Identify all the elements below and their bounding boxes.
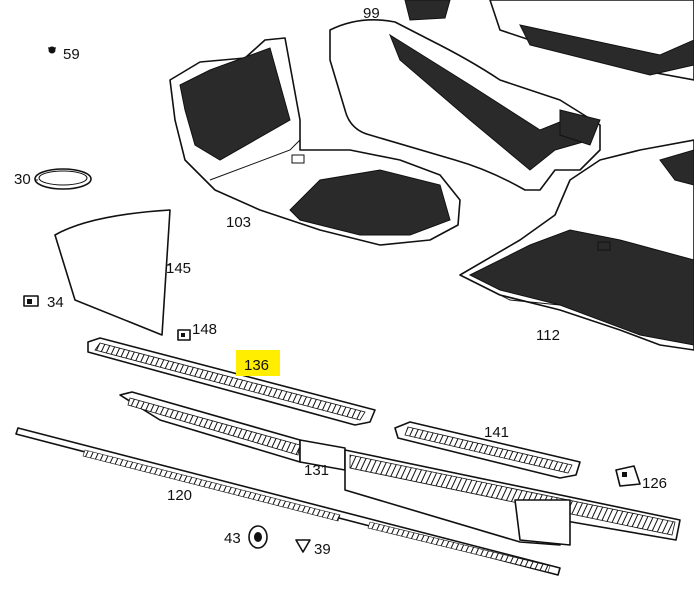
label-136: 136 [244, 357, 269, 374]
part-136-sill-plate[interactable] [87, 337, 376, 426]
label-59: 59 [63, 46, 80, 63]
highlight-box [236, 350, 280, 376]
part-120-rubber-strip[interactable] [15, 427, 561, 576]
part-39-cone-plug[interactable] [295, 539, 311, 553]
label-34: 34 [47, 294, 64, 311]
label-120: 120 [167, 487, 192, 504]
part-112-rear-mat[interactable] [459, 139, 694, 351]
label-148: 148 [192, 321, 217, 338]
part-141-sill-plate[interactable] [394, 421, 581, 479]
label-126: 126 [642, 475, 667, 492]
part-30-round-plug[interactable] [34, 168, 92, 190]
part-131-sill-plate[interactable] [119, 391, 681, 546]
part-99-rear-mat[interactable] [329, 0, 694, 191]
part-148-clip[interactable] [177, 329, 191, 341]
label-112: 112 [536, 327, 560, 344]
part-145-side-panel[interactable] [54, 209, 171, 336]
label-99: 99 [363, 5, 380, 22]
label-145: 145 [166, 260, 191, 277]
part-34-clip[interactable] [23, 295, 39, 307]
label-30: 30 [14, 171, 31, 188]
label-103: 103 [226, 214, 251, 231]
label-131: 131 [304, 462, 329, 479]
label-43: 43 [224, 530, 241, 547]
part-103-front-mat[interactable] [169, 37, 461, 246]
label-141: 141 [484, 424, 509, 441]
part-59-clip[interactable] [48, 46, 56, 54]
part-43-grommet[interactable] [248, 525, 268, 549]
part-126-clip[interactable] [615, 465, 641, 487]
label-39: 39 [314, 541, 331, 558]
